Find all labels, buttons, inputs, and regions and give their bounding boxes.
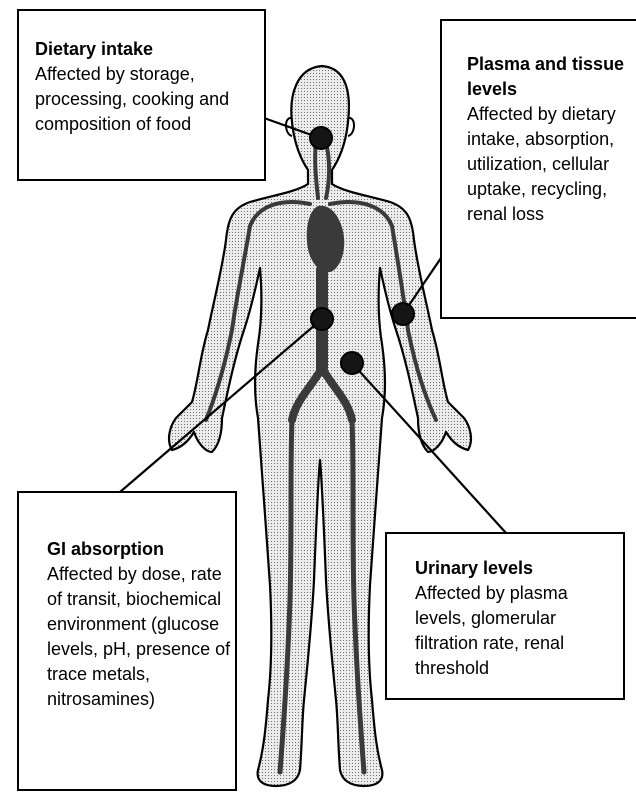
gi-absorption-text: Affected by dose, rate of transit, bioch… bbox=[47, 562, 231, 712]
forearm-marker bbox=[392, 303, 414, 325]
plasma-tissue-title: Plasma and tissue levels bbox=[467, 52, 634, 102]
dietary-intake-text: Affected by storage, processing, cooking… bbox=[35, 62, 256, 137]
gi-absorption-title: GI absorption bbox=[47, 537, 231, 562]
urinary-levels-title: Urinary levels bbox=[415, 556, 619, 581]
mouth-marker bbox=[310, 127, 332, 149]
urinary-levels-box: Urinary levels Affected by plasma levels… bbox=[385, 532, 625, 700]
kidney-marker bbox=[341, 352, 363, 374]
gi-absorption-box: GI absorption Affected by dose, rate of … bbox=[17, 491, 237, 791]
plasma-tissue-text: Affected by dietary intake, absorption, … bbox=[467, 102, 634, 227]
dietary-intake-box: Dietary intake Affected by storage, proc… bbox=[17, 9, 266, 181]
gut-marker bbox=[311, 308, 333, 330]
urinary-levels-text: Affected by plasma levels, glomerular fi… bbox=[415, 581, 619, 681]
plasma-tissue-box: Plasma and tissue levels Affected by die… bbox=[440, 19, 636, 319]
dietary-intake-title: Dietary intake bbox=[35, 37, 256, 62]
